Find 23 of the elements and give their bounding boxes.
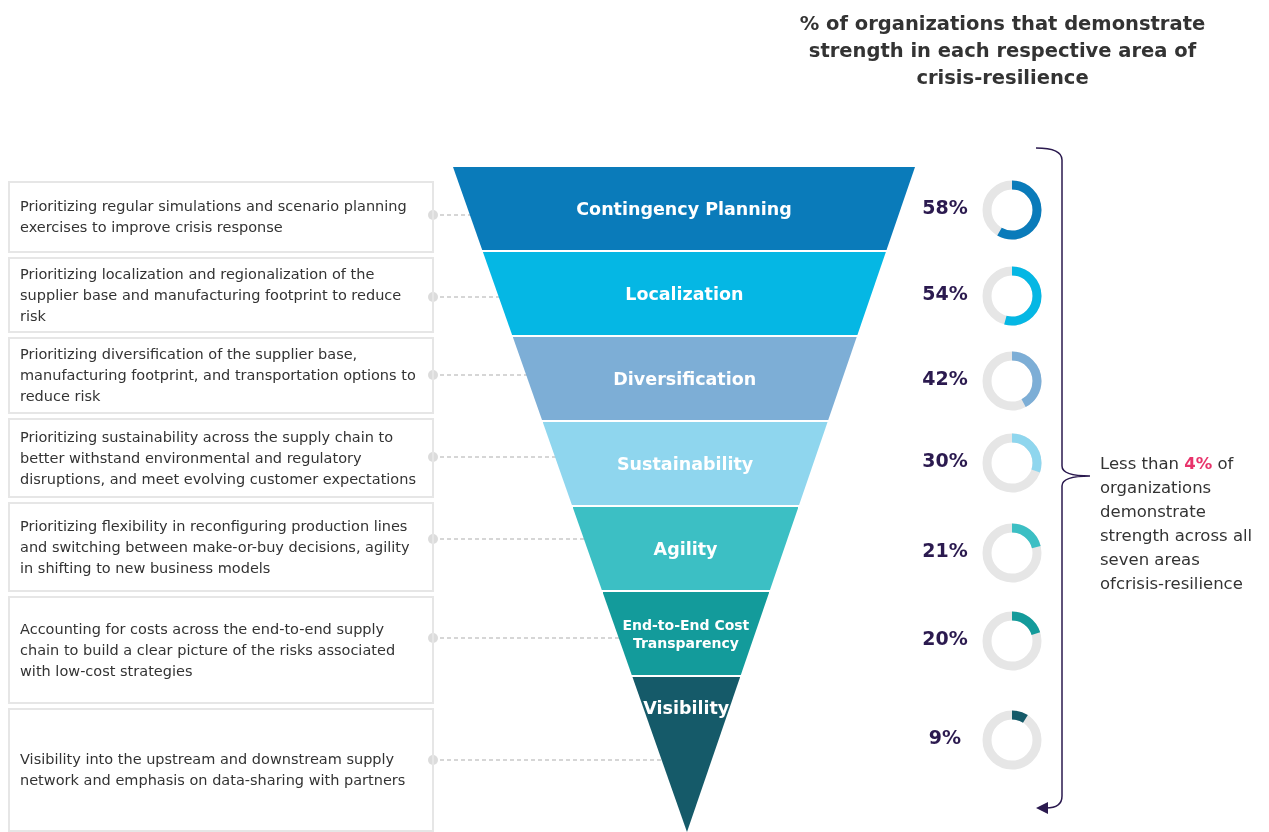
percentage-label: 20%: [921, 627, 969, 649]
summary-note: Less than 4% of organizations demonstrate strength across all seven areas ofcrisis-resilience: [1100, 453, 1254, 595]
percentage-label: 9%: [927, 726, 963, 748]
percentage-label: 54%: [921, 282, 969, 304]
band-label: Visibility: [643, 697, 730, 719]
description-card: Prioritizing regular simulations and scenario planning exercises to improve crisis response: [8, 181, 434, 253]
description-card: Prioritizing sustainability across the supply chain to better withstand environmental and regulatory disruptions, and meet evolving customer expectations: [8, 418, 434, 498]
band-label: Contingency Planning: [576, 197, 792, 220]
band-label: Localization: [625, 282, 744, 305]
percentage-label: 58%: [921, 196, 969, 218]
description-card: Accounting for costs across the end-to-end supply chain to build a clear picture of the risks associated with low-cost strategies: [8, 596, 434, 704]
description-card: Prioritizing localization and regionalization of the supplier base and manufacturing footprint to reduce risk: [8, 257, 434, 333]
band-label: Sustainability: [617, 452, 754, 475]
percentage-label: 42%: [921, 367, 969, 389]
percentage-label: 30%: [921, 449, 969, 471]
description-card: Prioritizing flexibility in reconfiguring production lines and switching between make-or-buy decisions, agility in shifting to new business models: [8, 502, 434, 592]
chart-title: % of organizations that demonstrate strength in each respective area of crisis-resilience: [798, 11, 1207, 91]
description-card: Prioritizing diversification of the supplier base, manufacturing footprint, and transportation options to reduce risk: [8, 337, 434, 414]
percentage-label: 21%: [921, 539, 969, 561]
band-label: End-to-End Cost Transparency: [621, 615, 751, 652]
description-card: Visibility into the upstream and downstream supply network and emphasis on data-sharing with partners: [8, 708, 434, 832]
band-label: Diversification: [613, 367, 757, 390]
band-label: Agility: [653, 537, 718, 560]
